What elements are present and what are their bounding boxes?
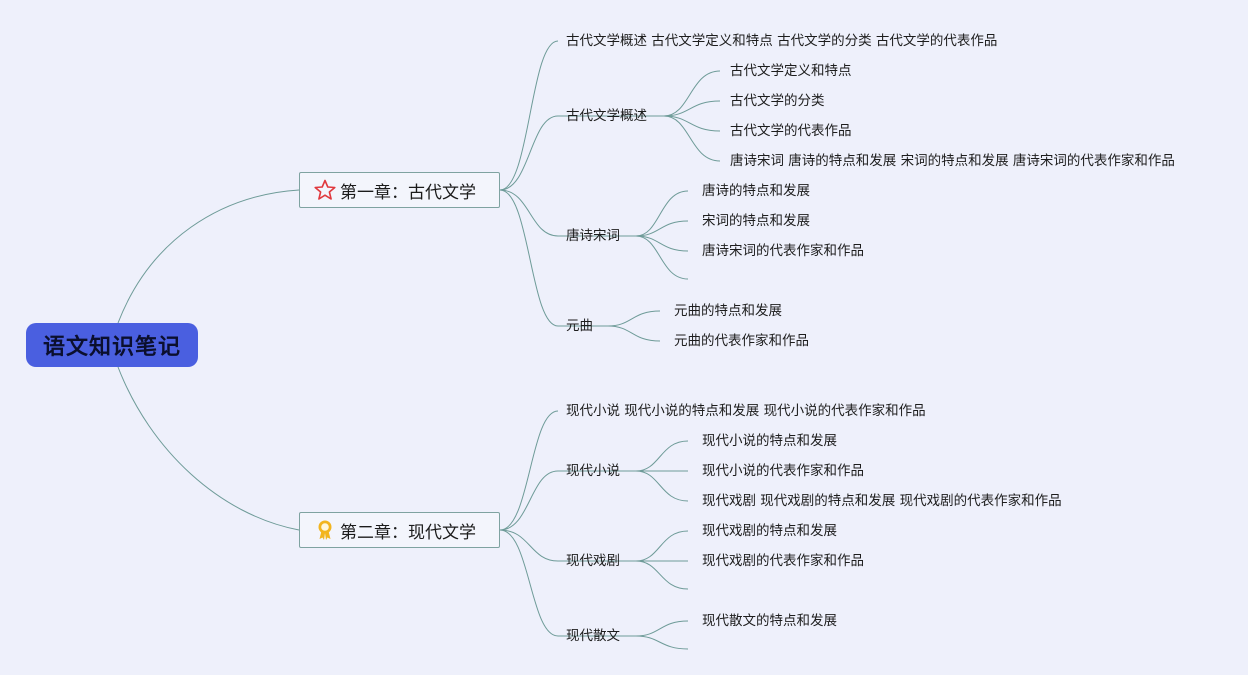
leaf-node[interactable]: 现代戏剧的特点和发展 xyxy=(702,523,837,539)
root-title: 语文知识笔记 xyxy=(42,335,181,360)
connector-t8-c2 xyxy=(635,635,689,650)
chapter-node-modern[interactable]: 第二章：现代文学 xyxy=(299,512,500,548)
topic-node[interactable]: 现代戏剧 xyxy=(566,553,620,569)
connector-t2-c3 xyxy=(663,115,721,132)
star-icon xyxy=(313,178,337,202)
leaf-node[interactable]: 唐诗的特点和发展 xyxy=(702,183,810,199)
connector-ch1-t1 xyxy=(499,40,559,191)
connector-ch1-t4 xyxy=(499,189,559,327)
award-ribbon-icon xyxy=(313,518,337,542)
leaf-node[interactable]: 现代小说的代表作家和作品 xyxy=(702,463,864,479)
connector-t2-c2 xyxy=(663,100,721,117)
connector-t8-c1 xyxy=(635,620,689,637)
connector-t6-c3 xyxy=(635,470,689,502)
connector-t3-c2 xyxy=(635,220,689,237)
connector-t4-c2 xyxy=(607,325,661,342)
connector-t3-c3 xyxy=(635,235,689,252)
chapter-title: 第二章：现代文学 xyxy=(340,522,476,543)
leaf-node[interactable]: 现代小说的特点和发展 xyxy=(702,433,837,449)
topic-node[interactable]: 古代文学概述 古代文学定义和特点 古代文学的分类 古代文学的代表作品 xyxy=(566,33,998,49)
leaf-node[interactable]: 宋词的特点和发展 xyxy=(702,213,810,229)
connector-t3-c4 xyxy=(635,235,689,280)
connector-t7-c1 xyxy=(635,530,689,562)
connector-t6-c1 xyxy=(635,440,689,472)
connector-root-ch1 xyxy=(117,189,300,324)
connector-ch1-t3 xyxy=(499,189,559,237)
connector-ch2-t1 xyxy=(499,410,559,531)
topic-node[interactable]: 现代散文 xyxy=(566,628,620,644)
connector-ch1-t2 xyxy=(499,115,559,191)
leaf-node[interactable]: 现代散文的特点和发展 xyxy=(702,613,837,629)
chapter-node-ancient[interactable]: 第一章：古代文学 xyxy=(299,172,500,208)
leaf-node[interactable]: 古代文学定义和特点 xyxy=(730,63,852,79)
leaf-node[interactable]: 现代戏剧 现代戏剧的特点和发展 现代戏剧的代表作家和作品 xyxy=(702,493,1062,509)
connector-t2-c4 xyxy=(663,115,721,162)
connector-t7-c3 xyxy=(635,560,689,590)
connector-t4-c1 xyxy=(607,310,661,327)
connector-t2-c1 xyxy=(663,70,721,117)
leaf-node[interactable]: 元曲的代表作家和作品 xyxy=(674,333,809,349)
connector-t3-c1 xyxy=(635,190,689,237)
leaf-node[interactable]: 古代文学的代表作品 xyxy=(730,123,852,139)
leaf-node[interactable]: 现代戏剧的代表作家和作品 xyxy=(702,553,864,569)
chapter-title: 第一章：古代文学 xyxy=(340,182,476,203)
leaf-node[interactable]: 古代文学的分类 xyxy=(730,93,825,109)
connector-ch2-t2 xyxy=(499,470,559,531)
leaf-node[interactable]: 唐诗宋词的代表作家和作品 xyxy=(702,243,864,259)
topic-node[interactable]: 现代小说 xyxy=(566,463,620,479)
topic-node[interactable]: 元曲 xyxy=(566,318,593,334)
topic-node[interactable]: 现代小说 现代小说的特点和发展 现代小说的代表作家和作品 xyxy=(566,403,926,419)
leaf-node[interactable]: 元曲的特点和发展 xyxy=(674,303,782,319)
topic-node[interactable]: 古代文学概述 xyxy=(566,108,647,124)
connector-root-ch2 xyxy=(117,366,300,531)
leaf-node[interactable]: 唐诗宋词 唐诗的特点和发展 宋词的特点和发展 唐诗宋词的代表作家和作品 xyxy=(730,153,1175,169)
connector-ch2-t4 xyxy=(499,529,559,637)
root-node[interactable]: 语文知识笔记 xyxy=(26,323,198,367)
topic-node[interactable]: 唐诗宋词 xyxy=(566,228,620,244)
connector-ch2-t3 xyxy=(499,529,559,562)
